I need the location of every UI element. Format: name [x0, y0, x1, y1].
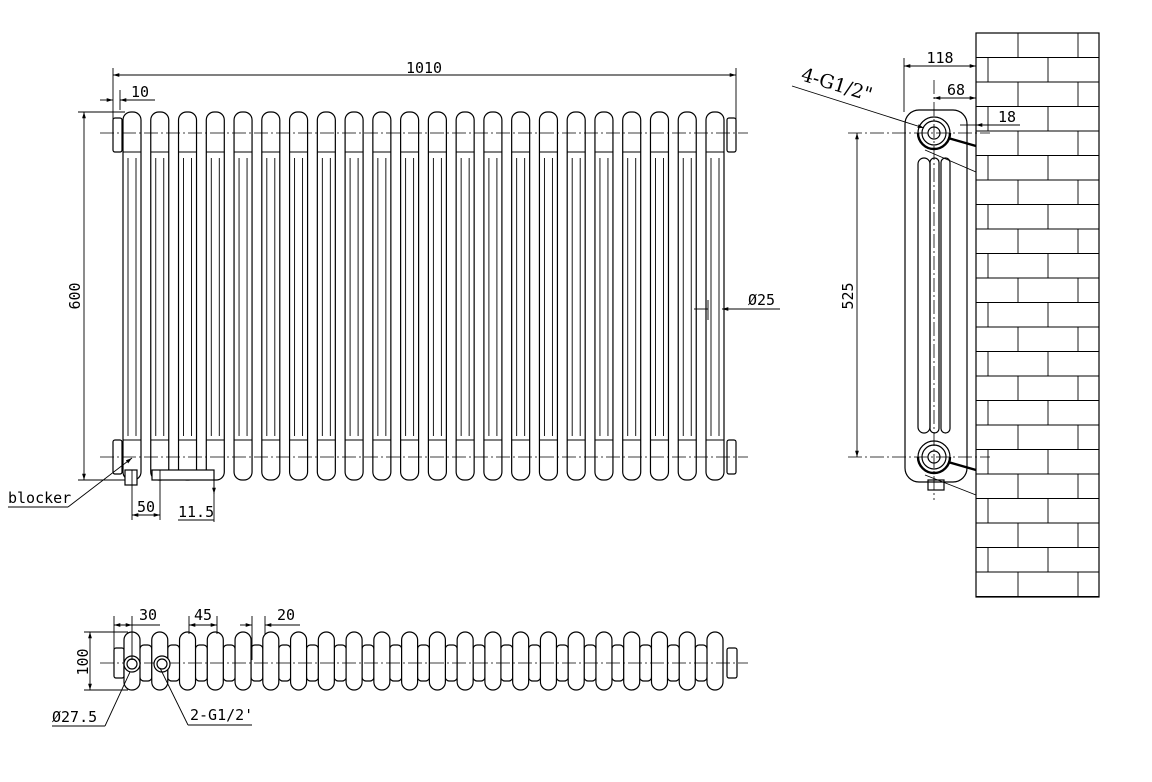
radiator-column	[288, 111, 309, 481]
label-blocker: blocker	[8, 489, 71, 507]
radiator-column	[705, 111, 725, 481]
column-section	[317, 631, 335, 691]
radiator-column	[511, 111, 531, 481]
column-section	[373, 631, 391, 691]
pipe-stub	[151, 469, 215, 481]
column-section	[456, 631, 474, 691]
column-section	[678, 631, 696, 691]
column-section	[428, 631, 446, 691]
dim-wall-to-center: 68	[947, 81, 965, 99]
column-section	[178, 631, 197, 691]
column-section	[595, 631, 613, 691]
radiator-column	[205, 111, 225, 481]
end-plug	[726, 117, 737, 153]
radiator-column	[372, 111, 392, 481]
front-dimensions: 1010 10 600 Ø25 blocker 50 11.5	[8, 59, 780, 522]
column-section	[345, 631, 363, 691]
dim-wall-gap: 18	[998, 108, 1016, 126]
wall-outline	[975, 32, 1100, 598]
top-dimensions: 100 30 45 20 Ø27.5 2-G1/2'	[52, 606, 300, 727]
dim-inlet-offset: 50	[137, 498, 155, 516]
dim-pipe-offset: 11.5	[178, 503, 214, 521]
column-section	[706, 631, 724, 691]
column-section	[650, 631, 669, 691]
radiator-column	[622, 111, 642, 481]
dim-end-offset: 10	[131, 83, 149, 101]
column-section	[512, 631, 530, 691]
radiator-column	[427, 111, 447, 481]
radiator-column	[400, 111, 420, 481]
column-section	[289, 631, 308, 691]
dim-width: 1010	[406, 59, 442, 77]
dim-tube-diameter: Ø25	[748, 291, 775, 309]
radiator-column	[233, 111, 253, 481]
radiator-column	[538, 111, 559, 481]
column-section	[234, 631, 252, 691]
dim-pitch: 45	[194, 606, 212, 624]
radiator-column	[455, 111, 475, 481]
blocker	[124, 469, 138, 486]
label-top-connections: 2-G1/2'	[190, 706, 253, 724]
column-section	[206, 631, 224, 691]
column-section	[567, 631, 585, 691]
column-section	[262, 631, 280, 691]
dim-height: 600	[66, 282, 84, 309]
brick-wall	[975, 32, 1100, 598]
radiator-column	[316, 111, 336, 481]
column-section	[623, 631, 641, 691]
front-view	[100, 111, 748, 486]
dim-pipe-diameter: Ø27.5	[52, 708, 97, 726]
side-view: 525 118 68 18 4-G1/2"	[791, 32, 1100, 598]
radiator-column	[261, 111, 281, 481]
radiator-column	[677, 111, 697, 481]
dim-depth: 118	[926, 49, 953, 67]
dim-first-pitch: 30	[139, 606, 157, 624]
dim-gap: 20	[277, 606, 295, 624]
radiator-column	[649, 111, 670, 481]
radiator-column	[594, 111, 614, 481]
column-section	[484, 631, 502, 691]
top-view	[100, 631, 748, 691]
end-plug	[112, 117, 123, 153]
column-section	[401, 631, 419, 691]
radiator-column	[483, 111, 503, 481]
radiator-column	[344, 111, 364, 481]
dim-centers: 525	[839, 282, 857, 309]
column-section	[539, 631, 558, 691]
dim-top-depth: 100	[74, 648, 92, 675]
radiator-column	[150, 111, 170, 481]
radiator-column	[566, 111, 586, 481]
radiator-column	[122, 111, 142, 481]
radiator-column	[177, 111, 198, 481]
